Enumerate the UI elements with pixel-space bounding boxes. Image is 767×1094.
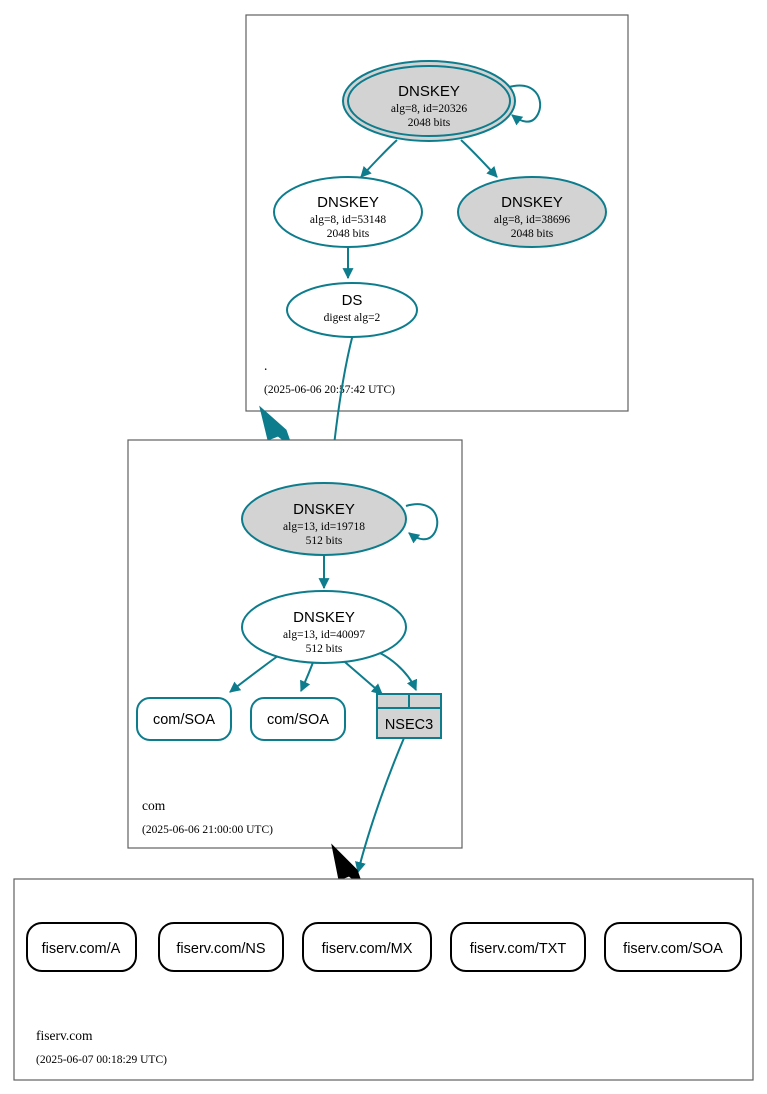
rrset-fiserv-txt[interactable]: fiserv.com/TXT bbox=[450, 922, 586, 972]
zone-fiserv-border bbox=[13, 878, 754, 1081]
rrset-fiserv-mx-label: fiserv.com/MX bbox=[322, 941, 413, 957]
rrset-fiserv-txt-label: fiserv.com/TXT bbox=[470, 941, 567, 957]
node-root-ds-title: DS bbox=[342, 292, 363, 309]
node-root-dnskey-zsk-38696[interactable]: DNSKEY alg=8, id=38696 2048 bits bbox=[457, 176, 607, 248]
zone-fiserv-timestamp: (2025-06-07 00:18:29 UTC) bbox=[36, 1054, 167, 1066]
node-com-dnskey-zsk-40097[interactable]: DNSKEY alg=13, id=40097 512 bits bbox=[241, 590, 407, 664]
node-root-ksk-inner-ellipse bbox=[347, 65, 511, 137]
rrset-fiserv-a[interactable]: fiserv.com/A bbox=[26, 922, 137, 972]
rrset-fiserv-soa[interactable]: fiserv.com/SOA bbox=[604, 922, 742, 972]
rrset-com-soa-2[interactable]: com/SOA bbox=[250, 697, 346, 741]
node-com-ksk-19718-title: DNSKEY bbox=[293, 501, 355, 518]
rrset-fiserv-txt-box bbox=[450, 922, 586, 972]
edge-root-ksk-self-sign bbox=[505, 84, 542, 126]
rrset-fiserv-a-label: fiserv.com/A bbox=[42, 941, 121, 957]
rrset-com-soa-1-label: com/SOA bbox=[153, 712, 215, 728]
rrset-com-soa-2-box bbox=[250, 697, 346, 741]
nsec3-label-cell bbox=[376, 707, 442, 739]
node-com-zsk-40097-keysize: 512 bits bbox=[306, 643, 343, 655]
node-root-zsk-38696-keysize: 2048 bits bbox=[511, 228, 554, 240]
edge-root-ksk-to-zsk-53148 bbox=[360, 139, 398, 178]
rrset-fiserv-soa-label: fiserv.com/SOA bbox=[623, 941, 723, 957]
rrset-com-nsec3-label: NSEC3 bbox=[385, 717, 433, 733]
rrset-com-nsec3[interactable]: NSEC3 bbox=[376, 693, 442, 739]
zone-com-name: com bbox=[142, 798, 166, 813]
node-root-dnskey-zsk-53148[interactable]: DNSKEY alg=8, id=53148 2048 bits bbox=[273, 176, 423, 248]
node-com-ksk-19718-ellipse bbox=[241, 482, 407, 556]
node-root-ksk-title: DNSKEY bbox=[398, 83, 460, 100]
rrset-fiserv-ns-label: fiserv.com/NS bbox=[176, 941, 265, 957]
node-root-zsk-53148-title: DNSKEY bbox=[317, 194, 379, 211]
zone-com-timestamp: (2025-06-06 21:00:00 UTC) bbox=[142, 824, 273, 836]
rrset-com-soa-2-label: com/SOA bbox=[267, 712, 329, 728]
zone-fiserv[interactable]: fiserv.com (2025-06-07 00:18:29 UTC) bbox=[13, 878, 754, 1081]
rrset-fiserv-ns-box bbox=[158, 922, 284, 972]
nsec3-header-cell-left bbox=[376, 693, 410, 709]
edge-com-ksk-self-sign bbox=[405, 503, 439, 544]
node-root-zsk-38696-keyinfo: alg=8, id=38696 bbox=[494, 214, 570, 226]
rrset-fiserv-a-box bbox=[26, 922, 137, 972]
zone-root-name: . bbox=[264, 358, 267, 373]
node-com-zsk-40097-ellipse bbox=[241, 590, 407, 664]
rrset-com-soa-1[interactable]: com/SOA bbox=[136, 697, 232, 741]
rrset-fiserv-soa-box bbox=[604, 922, 742, 972]
node-root-ds[interactable]: DS digest alg=2 bbox=[286, 282, 418, 338]
node-com-ksk-19718-keysize: 512 bits bbox=[306, 535, 343, 547]
rrset-fiserv-ns[interactable]: fiserv.com/NS bbox=[158, 922, 284, 972]
edge-root-ksk-to-zsk-38696 bbox=[460, 139, 498, 178]
zone-root-timestamp: (2025-06-06 20:57:42 UTC) bbox=[264, 384, 395, 396]
node-com-zsk-40097-keyinfo: alg=13, id=40097 bbox=[283, 629, 365, 641]
node-root-dnskey-ksk-20326[interactable]: DNSKEY alg=8, id=20326 2048 bits bbox=[342, 60, 516, 142]
rrset-fiserv-mx[interactable]: fiserv.com/MX bbox=[302, 922, 432, 972]
edge-nsec3-to-fiserv-zone bbox=[355, 737, 405, 874]
node-com-ksk-19718-keyinfo: alg=13, id=19718 bbox=[283, 521, 365, 533]
nsec3-header-cell-right bbox=[408, 693, 442, 709]
node-root-ksk-keysize: 2048 bits bbox=[408, 117, 451, 129]
rrset-com-soa-1-box bbox=[136, 697, 232, 741]
node-root-zsk-53148-keysize: 2048 bits bbox=[327, 228, 370, 240]
rrset-fiserv-mx-box bbox=[302, 922, 432, 972]
node-root-ksk-keyinfo: alg=8, id=20326 bbox=[391, 103, 467, 115]
node-root-zsk-53148-keyinfo: alg=8, id=53148 bbox=[310, 214, 386, 226]
node-root-zsk-53148-ellipse bbox=[273, 176, 423, 248]
node-root-ds-digest: digest alg=2 bbox=[324, 312, 381, 324]
node-root-ds-ellipse bbox=[286, 282, 418, 338]
zone-fiserv-name: fiserv.com bbox=[36, 1028, 93, 1043]
node-com-zsk-40097-title: DNSKEY bbox=[293, 609, 355, 626]
node-com-dnskey-ksk-19718[interactable]: DNSKEY alg=13, id=19718 512 bits bbox=[241, 482, 407, 556]
node-root-zsk-38696-title: DNSKEY bbox=[501, 194, 563, 211]
node-root-zsk-38696-ellipse bbox=[457, 176, 607, 248]
